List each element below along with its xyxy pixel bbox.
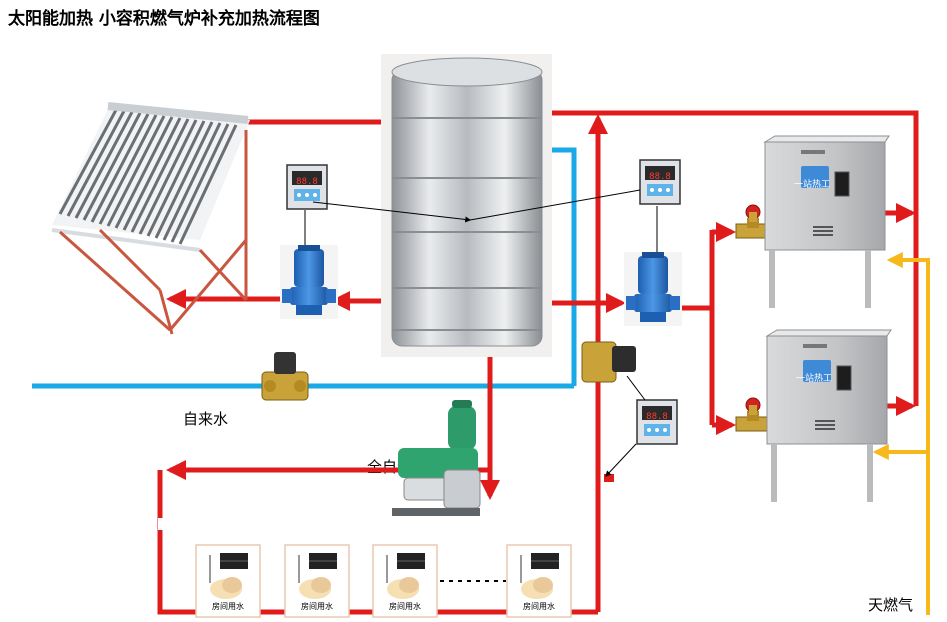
- lower-gas-boiler: 一站热工: [766, 329, 892, 503]
- tap-water-label: 自来水: [183, 410, 229, 428]
- makeup-controller: [636, 399, 678, 445]
- boiler-circulation-pump: [624, 252, 682, 326]
- solar-collector: [51, 102, 250, 335]
- boiler-temperature-controller: [639, 159, 681, 205]
- upper-boiler-badge: 一站热工: [794, 178, 830, 190]
- pipe-break: [158, 518, 163, 530]
- tap-water-solenoid-valve: [261, 352, 309, 401]
- room-water-point-3: 房间用水: [372, 544, 438, 618]
- lower-boiler-badge: 一站热工: [796, 372, 832, 384]
- natural-gas-label: 天燃气: [868, 596, 914, 614]
- room-water-point-4: 房间用水: [506, 544, 572, 618]
- booster-pump: [392, 400, 481, 516]
- controller-readout-2: 88.8: [649, 172, 671, 182]
- controller-readout-1: 88.8: [296, 177, 318, 187]
- diagram-title: 太阳能加热 小容积燃气炉补充加热流程图: [8, 9, 320, 29]
- makeup-solenoid-valve: [581, 341, 636, 383]
- room-water-label-1: 房间用水: [212, 601, 244, 611]
- hot-water-pipes: [157, 103, 919, 615]
- sensor-wires: [304, 189, 658, 477]
- room-water-point-2: 房间用水: [284, 544, 350, 618]
- red-stub: [604, 474, 614, 482]
- gas-pipes: [872, 252, 930, 615]
- lower-gate-valve: [735, 397, 771, 432]
- room-water-label-4: 房间用水: [523, 601, 555, 611]
- solar-temperature-controller: [286, 164, 328, 210]
- room-water-label-2: 房间用水: [301, 601, 333, 611]
- upper-gas-boiler: 一站热工: [764, 135, 890, 309]
- controller-readout-3: 88.8: [646, 412, 668, 422]
- room-water-point-1: 房间用水: [195, 544, 261, 618]
- room-water-label-3: 房间用水: [389, 601, 421, 611]
- solar-circulation-pump: [280, 245, 338, 319]
- storage-tank: [381, 54, 552, 357]
